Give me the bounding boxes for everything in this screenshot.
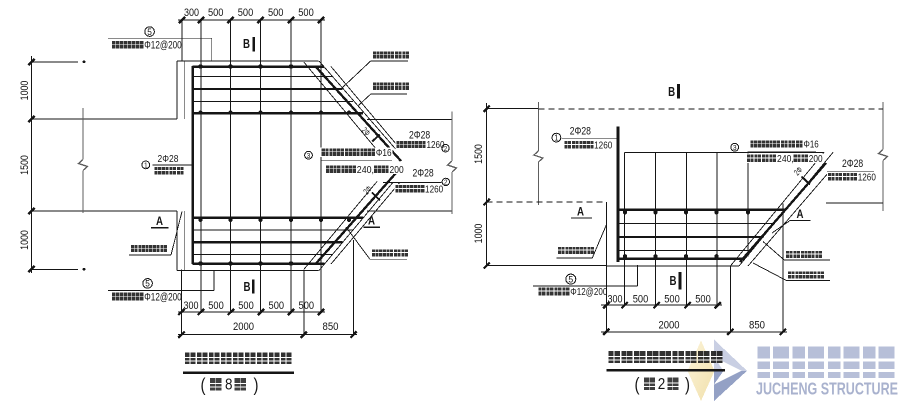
svg-text:Φ12@200: Φ12@200 bbox=[570, 286, 607, 298]
svg-text:1260: 1260 bbox=[594, 140, 613, 151]
svg-text:A: A bbox=[368, 213, 375, 227]
svg-text:8: 8 bbox=[225, 377, 233, 394]
svg-text:(: ( bbox=[635, 373, 641, 394]
svg-text:500: 500 bbox=[238, 7, 254, 19]
svg-text:3: 3 bbox=[307, 151, 311, 160]
svg-text:1000: 1000 bbox=[19, 230, 31, 250]
svg-text:JUCHENG STRUCTURE: JUCHENG STRUCTURE bbox=[756, 379, 898, 399]
svg-text:Φ16: Φ16 bbox=[376, 148, 392, 159]
svg-text:200: 200 bbox=[809, 154, 823, 165]
svg-text:A: A bbox=[797, 207, 804, 221]
svg-text:3: 3 bbox=[733, 143, 737, 152]
svg-text:1260: 1260 bbox=[858, 172, 877, 183]
svg-text:1500: 1500 bbox=[19, 155, 31, 175]
svg-text:A: A bbox=[577, 204, 584, 218]
svg-text:850: 850 bbox=[749, 320, 765, 332]
svg-text:2000: 2000 bbox=[233, 321, 254, 333]
svg-text:1260: 1260 bbox=[426, 140, 445, 151]
svg-text:500: 500 bbox=[208, 300, 224, 312]
svg-text:B: B bbox=[244, 279, 251, 294]
svg-text:300: 300 bbox=[184, 7, 199, 19]
svg-text:B: B bbox=[670, 273, 677, 288]
svg-text:Φ12@200: Φ12@200 bbox=[144, 291, 181, 303]
svg-text:1000: 1000 bbox=[19, 81, 31, 101]
svg-text:A: A bbox=[156, 214, 163, 228]
svg-text:2Φ28: 2Φ28 bbox=[409, 130, 430, 142]
svg-text:240,: 240, bbox=[777, 154, 794, 165]
svg-text:500: 500 bbox=[298, 7, 314, 19]
svg-text:2: 2 bbox=[444, 146, 448, 153]
svg-text:Φ12@200: Φ12@200 bbox=[144, 40, 181, 52]
svg-text:2Φ28: 2Φ28 bbox=[158, 153, 179, 165]
svg-text:500: 500 bbox=[664, 293, 680, 305]
svg-text:2: 2 bbox=[444, 180, 448, 187]
svg-text:2000: 2000 bbox=[659, 320, 680, 332]
svg-text:5: 5 bbox=[145, 279, 150, 289]
svg-text:500: 500 bbox=[238, 300, 254, 312]
svg-text:500: 500 bbox=[299, 300, 315, 312]
svg-text:500: 500 bbox=[268, 7, 284, 19]
svg-text:1: 1 bbox=[144, 161, 148, 170]
svg-text:2Φ28: 2Φ28 bbox=[413, 168, 434, 180]
svg-text:2Φ28: 2Φ28 bbox=[570, 126, 591, 138]
svg-text:500: 500 bbox=[633, 293, 649, 305]
svg-text:1: 1 bbox=[554, 134, 559, 143]
svg-text:1000: 1000 bbox=[473, 224, 485, 244]
svg-text:B: B bbox=[668, 84, 675, 99]
svg-text:2Φ28: 2Φ28 bbox=[842, 158, 863, 170]
svg-text:): ) bbox=[685, 373, 690, 394]
svg-text:5: 5 bbox=[568, 275, 573, 285]
svg-text:): ) bbox=[254, 374, 259, 395]
svg-text:1260: 1260 bbox=[425, 184, 444, 195]
svg-text:500: 500 bbox=[208, 7, 224, 19]
svg-text:5: 5 bbox=[147, 27, 152, 37]
svg-text:200: 200 bbox=[390, 165, 404, 176]
svg-text:850: 850 bbox=[323, 321, 339, 333]
svg-text:300: 300 bbox=[608, 293, 623, 305]
svg-text:Φ16: Φ16 bbox=[804, 140, 820, 151]
svg-text:2: 2 bbox=[658, 376, 666, 393]
svg-text:B: B bbox=[243, 36, 250, 51]
svg-text:240,: 240, bbox=[357, 165, 374, 176]
svg-text:1500: 1500 bbox=[473, 144, 485, 164]
svg-text:500: 500 bbox=[269, 300, 285, 312]
svg-text:300: 300 bbox=[184, 300, 199, 312]
svg-text:500: 500 bbox=[695, 293, 711, 305]
svg-text:(: ( bbox=[201, 374, 207, 395]
